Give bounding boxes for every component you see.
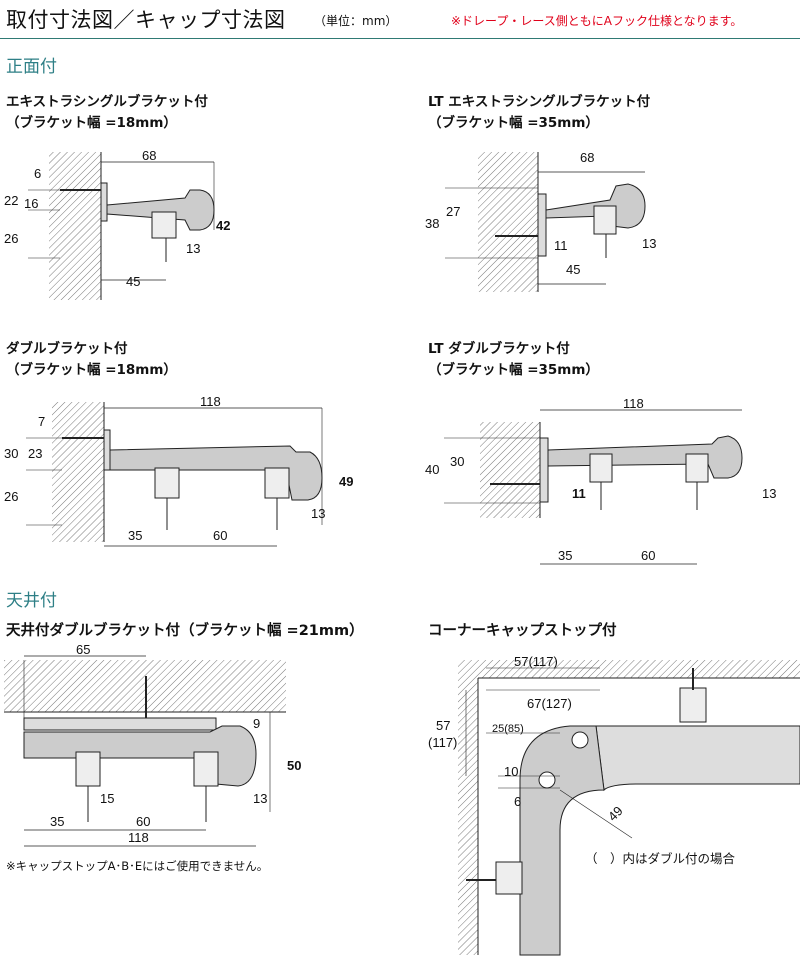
dim-lt-single-width: 68 — [580, 150, 594, 165]
dim-lt-double-outer: 40 — [425, 462, 439, 477]
title-double-18: ダブルブラケット付 （ブラケット幅 =18mm） — [6, 341, 177, 378]
dim-ext-single-width: 68 — [142, 148, 156, 163]
dim-lt-double-offset1: 35 — [558, 548, 572, 563]
dim-double-width: 118 — [200, 394, 221, 409]
dim-lt-double-gap: 11 — [572, 486, 586, 501]
dim-ceiling-width: 118 — [128, 830, 149, 845]
header-divider — [0, 38, 800, 39]
dim-double-mid: 23 — [28, 446, 42, 461]
dim-double-offset1: 35 — [128, 528, 142, 543]
diagram-extra-single-18 — [28, 152, 215, 300]
dim-ceiling-hook-b: 13 — [253, 791, 267, 806]
dim-ext-single-offset: 45 — [126, 274, 140, 289]
dim-corner-d49: 49 — [605, 803, 626, 824]
diagram-corner-cap-stop — [458, 660, 800, 956]
diagram-ceiling-double-21 — [4, 655, 286, 847]
dim-double-hook: 13 — [311, 506, 325, 521]
dim-ceiling-top: 65 — [76, 642, 90, 657]
dim-lt-single-hook: 13 — [642, 236, 656, 251]
dim-ceiling-hook-a: 15 — [100, 791, 114, 806]
double-paren-note: （ ）内はダブル付の場合 — [585, 851, 736, 866]
dim-double-lower: 26 — [4, 489, 18, 504]
title-corner-cap-stop: コーナーキャップストップ付 — [428, 623, 617, 639]
dim-ceiling-offset1: 35 — [50, 814, 64, 829]
dim-corner-inner: 67(127) — [527, 696, 572, 711]
section-front-mount: 正面付 — [6, 57, 57, 77]
title-ceiling-double-21: 天井付ダブルブラケット付（ブラケット幅 =21mm） — [6, 623, 364, 639]
title-lt-extra-single-35: LT エキストラシングルブラケット付 （ブラケット幅 =35mm） — [428, 94, 651, 131]
dim-lt-single-gap: 11 — [554, 238, 568, 253]
diagram-lt-double-35 — [444, 409, 743, 565]
dim-ext-single-lower: 26 — [4, 231, 18, 246]
dim-ext-single-mid: 16 — [24, 196, 38, 211]
hook-note: ※ドレープ・レース側ともにAフック仕様となります。 — [451, 14, 743, 28]
dim-corner-radius: 25(85) — [492, 723, 524, 735]
dim-lt-single-inner: 27 — [446, 204, 460, 219]
diagram-double-18 — [26, 402, 323, 547]
dim-lt-double-width: 118 — [623, 396, 644, 411]
dim-corner-outer: 57(117) — [514, 654, 558, 669]
dim-ceiling-height: 50 — [287, 758, 301, 773]
dim-corner-side-a: 57 — [436, 718, 450, 733]
dim-ceiling-offset2: 60 — [136, 814, 150, 829]
dim-corner-side-b: (117) — [428, 735, 457, 750]
dim-ext-single-hook: 13 — [186, 241, 200, 256]
dim-lt-single-offset: 45 — [566, 262, 580, 277]
dim-double-height: 49 — [339, 474, 353, 489]
dim-lt-single-outer: 38 — [425, 216, 439, 231]
section-ceiling-mount: 天井付 — [6, 591, 57, 611]
dim-ext-single-screw: 6 — [34, 166, 41, 181]
dim-ext-single-upper: 22 — [4, 193, 18, 208]
dim-double-screw: 7 — [38, 414, 45, 429]
unit-label: （単位：mm） — [314, 14, 398, 28]
dim-lt-double-inner: 30 — [450, 454, 464, 469]
dim-lt-double-offset2: 60 — [641, 548, 655, 563]
cap-stop-note: ※キャップストップA･B･Eにはご使用できません。 — [6, 859, 269, 873]
dim-double-offset2: 60 — [213, 528, 227, 543]
dim-double-upper: 30 — [4, 446, 18, 461]
diagram-lt-extra-single-35 — [445, 152, 646, 292]
dim-lt-double-hook: 13 — [762, 486, 776, 501]
dim-corner-d6: 6 — [514, 794, 521, 809]
dim-corner-d10: 10 — [504, 764, 518, 779]
title-extra-single-18: エキストラシングルブラケット付 （ブラケット幅 =18mm） — [6, 94, 208, 131]
title-lt-double-35: LT ダブルブラケット付 （ブラケット幅 =35mm） — [428, 341, 599, 378]
page-title: 取付寸法図／キャップ寸法図 — [6, 8, 286, 32]
dim-ceiling-gap: 9 — [253, 716, 260, 731]
dim-ext-single-height: 42 — [216, 218, 230, 233]
